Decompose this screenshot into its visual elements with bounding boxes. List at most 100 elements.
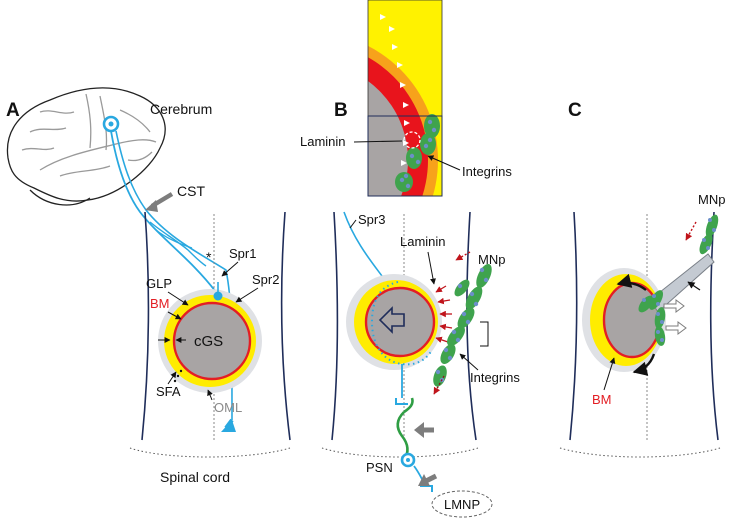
sfa-dot xyxy=(173,379,177,383)
psn-terminal xyxy=(420,485,433,492)
traction-arrow xyxy=(665,321,687,335)
cgs-core-b xyxy=(364,286,436,358)
spr1-pointer xyxy=(221,261,239,277)
laminin-triangle xyxy=(403,140,409,146)
red-force-arrow xyxy=(439,323,453,331)
laminin-b-label: Laminin xyxy=(400,234,446,249)
spr2-arrowhead xyxy=(221,420,236,432)
integrins-b-pointer xyxy=(459,353,479,371)
spr3-pointer xyxy=(349,219,357,229)
spinal-cord-right-edge-a xyxy=(280,211,291,441)
spr1-axon xyxy=(149,221,207,267)
laminin-b-pointer xyxy=(427,251,436,285)
lmnp-arrowhead xyxy=(418,474,430,486)
cst-axon xyxy=(110,130,217,293)
glp-label: GLP xyxy=(146,276,172,291)
cerebrum-label: Cerebrum xyxy=(150,101,212,117)
spr3-label: Spr3 xyxy=(358,212,385,227)
sfa-label: SFA xyxy=(156,384,181,399)
red-force-arrow xyxy=(435,336,449,343)
laminin-triangle xyxy=(397,62,403,68)
spinal-cord-right-edge-b xyxy=(466,211,477,441)
spinal-cord-bottom-a xyxy=(129,447,291,458)
red-force-arrow xyxy=(437,297,451,305)
glp-pointer xyxy=(167,291,189,306)
cst-arrowhead xyxy=(145,200,158,212)
needle-pointer xyxy=(687,281,701,291)
mnp-label-b: MNp xyxy=(478,252,505,267)
spinal-cord-bottom-b xyxy=(321,447,479,458)
spinal-cord-left-edge-a xyxy=(141,211,150,441)
contraction-arc-top xyxy=(616,273,647,291)
inset-magnification xyxy=(368,0,442,196)
mnp-cells-c xyxy=(638,214,719,346)
green-interneuron xyxy=(396,411,409,461)
sfa-dot xyxy=(179,369,183,373)
cortical-neuron-nucleus xyxy=(108,121,114,127)
spinal-cord-bottom-c xyxy=(559,447,721,458)
asterisk-label: * xyxy=(206,249,212,265)
laminin-triangle xyxy=(380,14,386,20)
bm-pointer-c xyxy=(603,357,616,391)
laminin-inset-label: Laminin xyxy=(300,134,346,149)
spr1-label: Spr1 xyxy=(229,246,256,261)
bm-pointer-a xyxy=(167,311,182,320)
laminin-triangle xyxy=(403,102,409,108)
panel-label-a: A xyxy=(6,100,20,121)
integrins-b-label: Integrins xyxy=(470,370,520,385)
panel-a: A Cerebrum CST xyxy=(6,87,291,485)
spr-branch xyxy=(155,229,193,249)
panel-c: C MNp xyxy=(559,100,725,458)
spinal-cord-label: Spinal cord xyxy=(160,469,230,485)
inset-zoom-box xyxy=(367,115,443,197)
integrins-inset-label: Integrins xyxy=(462,164,512,179)
laminin-triangle xyxy=(404,120,410,126)
oml-label: OML xyxy=(214,400,242,415)
laminin-triangle xyxy=(401,160,407,166)
spinal-cord-right-edge-c xyxy=(709,211,719,441)
integrins-bracket xyxy=(480,321,489,347)
sfa-pointer xyxy=(167,371,177,385)
lmnp-ellipse xyxy=(431,490,493,518)
contraction-arrow-b xyxy=(378,306,405,334)
cgs-core-c xyxy=(602,281,662,359)
laminin-triangle xyxy=(392,44,398,50)
inset-core-zone xyxy=(368,81,408,196)
spr2-label: Spr2 xyxy=(252,272,279,287)
oml-pointer xyxy=(207,389,213,401)
panel-label-b: B xyxy=(334,100,348,121)
bm-label-a: BM xyxy=(150,296,170,311)
psn-label: PSN xyxy=(366,460,393,475)
mnp-migration-arrow-c xyxy=(685,221,697,241)
red-force-arrow xyxy=(435,285,447,293)
spinal-cord-left-edge-b xyxy=(331,211,339,441)
integrins-inset-pointer xyxy=(427,155,461,171)
sfa-dot xyxy=(176,374,180,378)
synapse-terminal-top xyxy=(395,398,408,405)
green-interneuron-top xyxy=(403,397,414,414)
traction-arrow xyxy=(663,299,685,313)
laminin-triangle xyxy=(400,82,406,88)
laminin-highlight-circle xyxy=(403,131,421,149)
bm-label-c: BM xyxy=(592,392,612,407)
cgs-core-a xyxy=(172,301,252,381)
contraction-arc-bottom xyxy=(632,353,656,376)
panel-label-c: C xyxy=(568,100,582,121)
psn-nucleus xyxy=(406,458,410,462)
cgs-label: cGS xyxy=(194,333,223,350)
mnp-descend-arrow xyxy=(433,375,445,395)
spr2-pointer xyxy=(235,287,259,303)
mnp-migration-arrow-b xyxy=(455,251,471,261)
spinal-cord-left-edge-c xyxy=(569,211,578,441)
psn-arrowhead xyxy=(414,422,424,438)
laminin-inset-pointer xyxy=(353,140,403,143)
inset-mnp-cells xyxy=(395,114,440,192)
panel-b: B xyxy=(300,0,520,518)
mnp-label-c: MNp xyxy=(698,192,725,207)
cerebrum-illustration xyxy=(6,87,166,206)
lmnp-label: LMNP xyxy=(444,497,480,512)
laminin-triangle xyxy=(389,26,395,32)
cst-label: CST xyxy=(177,183,205,199)
mnp-cells-b xyxy=(433,263,492,387)
